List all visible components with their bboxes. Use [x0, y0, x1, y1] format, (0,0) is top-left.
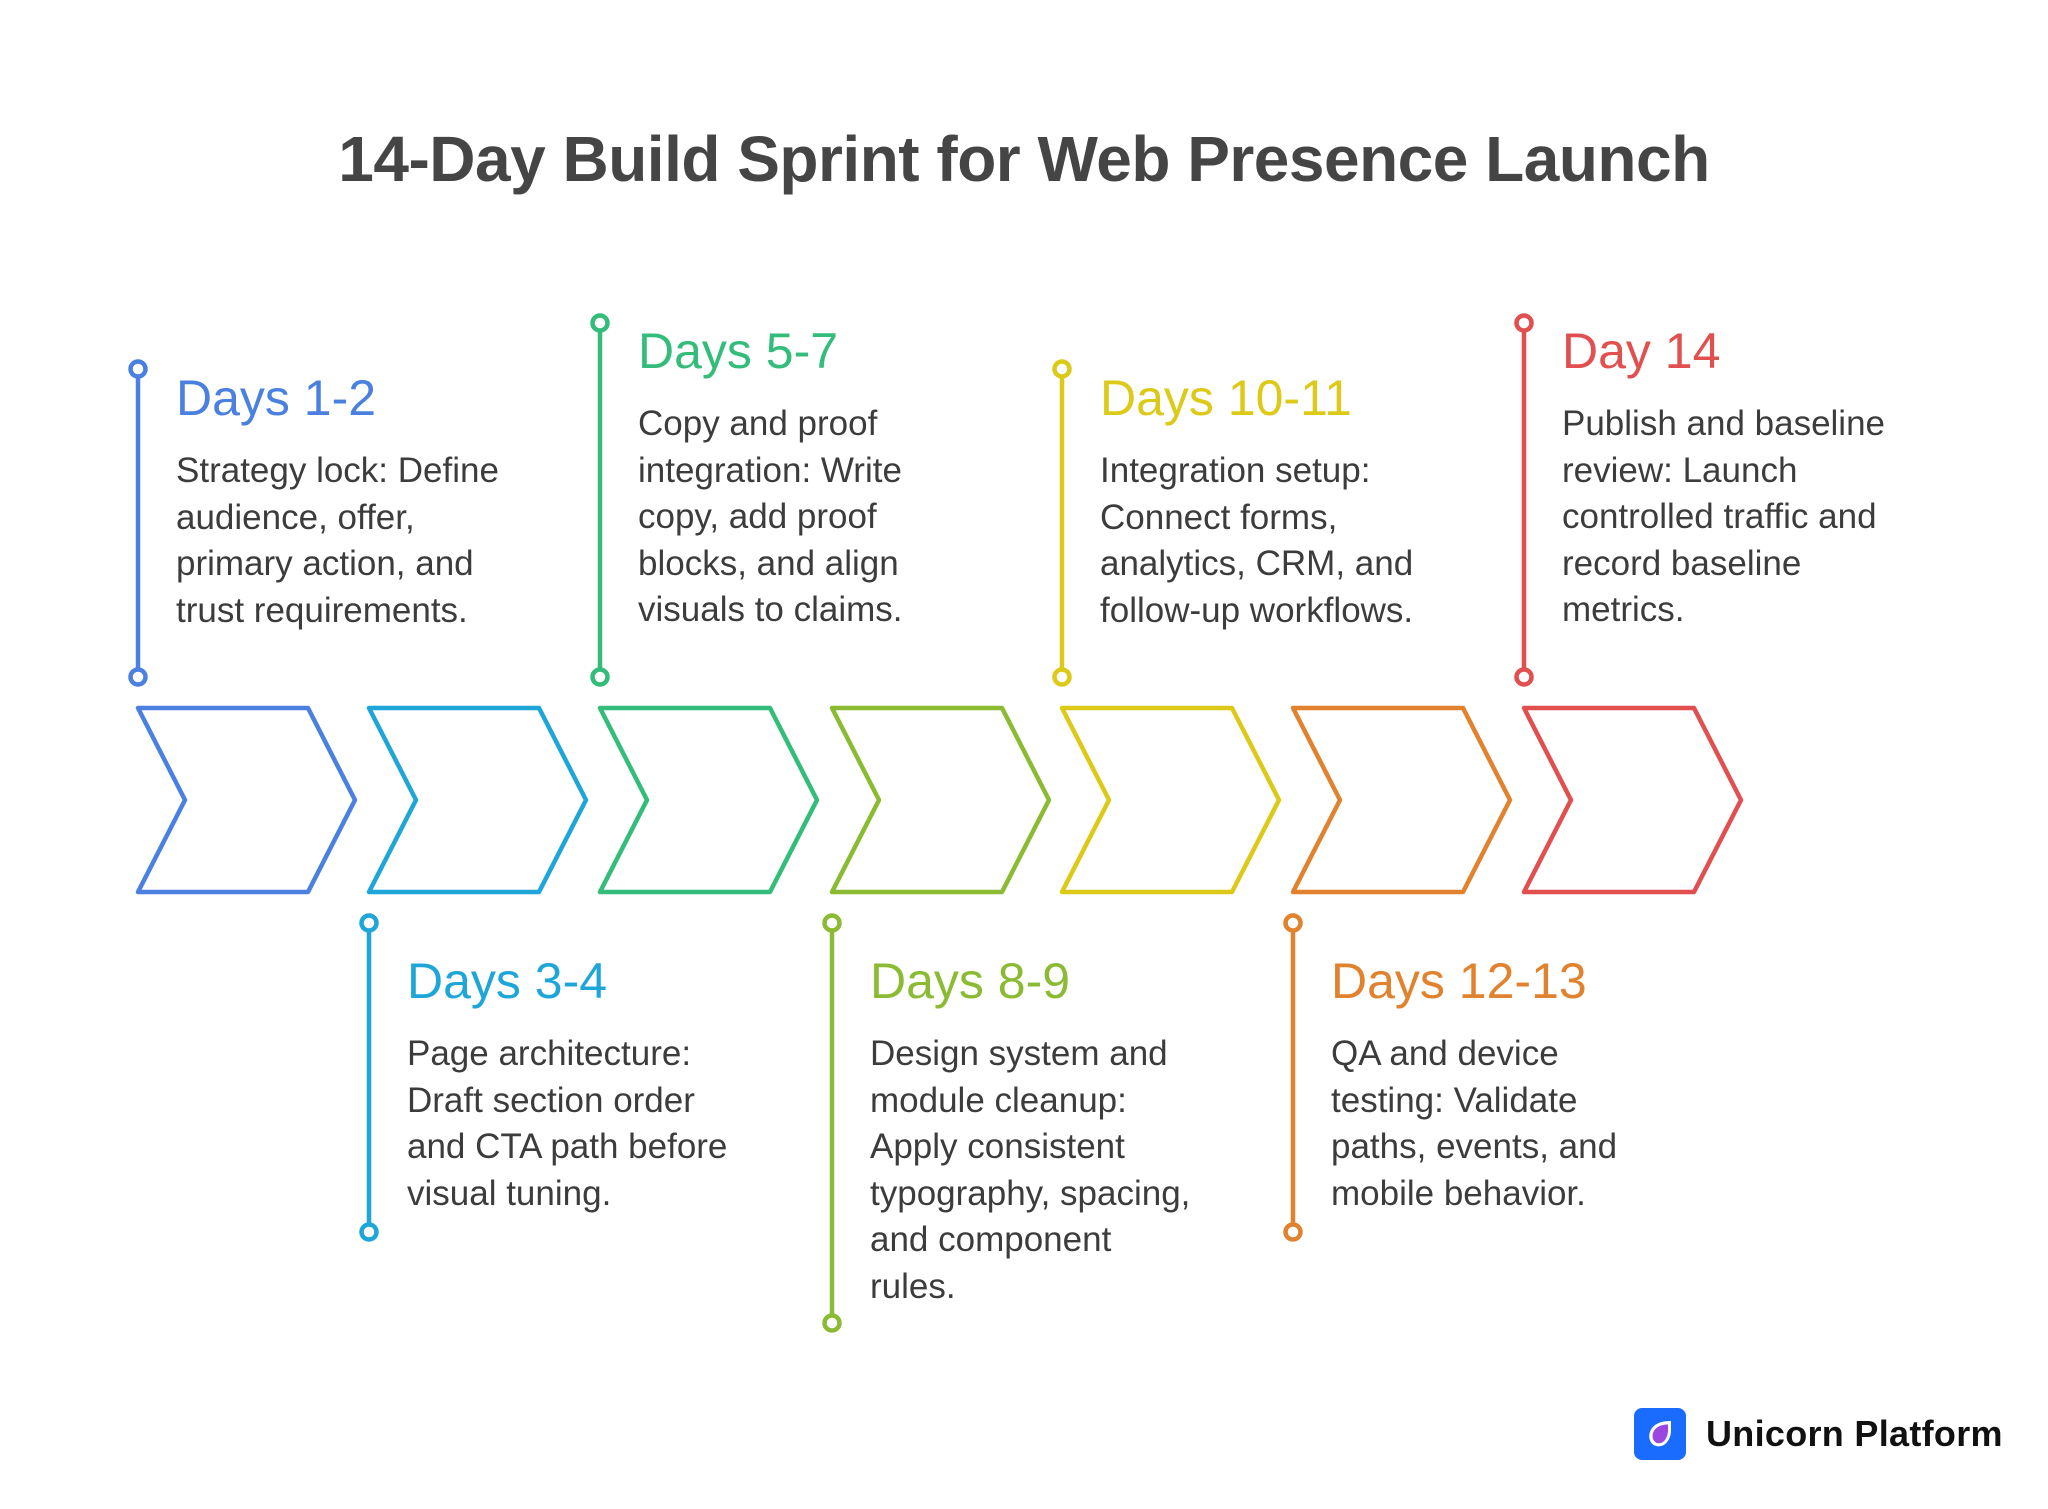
description-line: blocks, and align: [638, 543, 899, 583]
description-line: Publish and baseline: [1562, 404, 1886, 443]
step-heading: Days 5-7: [638, 323, 839, 379]
step-description: Publish and baseline review: Launch cont…: [1562, 401, 1962, 634]
description-line: QA and device: [1331, 1034, 1559, 1073]
step-description: Copy and proof integration: Write copy, …: [638, 401, 1038, 634]
description-line: visual tuning.: [407, 1173, 612, 1213]
description-line: controlled traffic and: [1562, 497, 1877, 536]
step-heading: Days 1-2: [176, 370, 377, 426]
description-line: record baseline: [1562, 543, 1802, 583]
step-day-14: Day 14 Publish and baseline review: Laun…: [1562, 321, 1962, 634]
description-line: and CTA path before: [407, 1127, 728, 1166]
description-line: copy, add proof: [638, 497, 877, 536]
connector-days-3-4: [359, 913, 379, 1242]
description-line: Draft section order: [407, 1080, 695, 1120]
step-days-12-13: Days 12-13 QA and device testing: Valida…: [1331, 951, 1731, 1217]
description-line: primary action, and: [176, 544, 474, 583]
step-days-3-4: Days 3-4 Page architecture: Draft sectio…: [407, 951, 807, 1217]
chevron-days-1-2: [135, 705, 358, 895]
description-line: mobile behavior.: [1331, 1173, 1586, 1213]
description-line: testing: Validate: [1331, 1080, 1578, 1120]
chevron-day-14: [1521, 705, 1744, 895]
step-days-5-7: Days 5-7 Copy and proof integration: Wri…: [638, 321, 1038, 634]
chevron-days-3-4: [366, 705, 589, 895]
description-line: metrics.: [1562, 590, 1685, 629]
chevron-days-5-7: [597, 705, 820, 895]
description-line: Apply consistent: [870, 1127, 1125, 1166]
brand-watermark: Unicorn Platform: [1634, 1408, 2003, 1460]
connector-days-1-2: [128, 359, 148, 687]
step-heading: Days 3-4: [407, 953, 608, 1009]
step-days-1-2: Days 1-2 Strategy lock: Define audience,…: [176, 368, 576, 634]
step-heading: Days 12-13: [1331, 953, 1587, 1009]
step-description: Page architecture: Draft section order a…: [407, 1031, 807, 1217]
step-heading: Day 14: [1562, 323, 1721, 379]
description-line: review: Launch: [1562, 450, 1798, 490]
connector-days-12-13: [1283, 913, 1303, 1242]
step-description: Integration setup: Connect forms, analyt…: [1100, 448, 1500, 634]
description-line: Strategy lock: Define: [176, 451, 499, 490]
connector-days-8-9: [822, 913, 842, 1333]
description-line: rules.: [870, 1266, 956, 1306]
description-line: visuals to claims.: [638, 590, 903, 629]
connector-days-10-11: [1052, 359, 1072, 687]
description-line: Page architecture:: [407, 1034, 692, 1073]
description-line: audience, offer,: [176, 497, 415, 537]
chevron-days-12-13: [1290, 705, 1513, 895]
description-line: Connect forms,: [1100, 497, 1338, 537]
description-line: follow-up workflows.: [1100, 590, 1414, 630]
step-description: Strategy lock: Define audience, offer, p…: [176, 448, 576, 634]
connector-day-14: [1514, 313, 1534, 687]
diagram-title: 14-Day Build Sprint for Web Presence Lau…: [338, 123, 1710, 195]
description-line: Copy and proof: [638, 404, 878, 443]
step-days-8-9: Days 8-9 Design system and module cleanu…: [870, 951, 1270, 1310]
description-line: and component: [870, 1220, 1112, 1259]
step-heading: Days 8-9: [870, 953, 1071, 1009]
description-line: paths, events, and: [1331, 1127, 1618, 1166]
description-line: typography, spacing,: [870, 1173, 1191, 1213]
brand-name: Unicorn Platform: [1706, 1413, 2003, 1454]
description-line: Integration setup:: [1100, 451, 1371, 490]
description-line: Design system and: [870, 1034, 1168, 1073]
description-line: integration: Write: [638, 450, 902, 490]
connector-days-5-7: [590, 313, 610, 687]
unicorn-drop-logo-icon: [1634, 1408, 1686, 1460]
chevron-days-8-9: [829, 705, 1052, 895]
description-line: module cleanup:: [870, 1080, 1127, 1120]
chevron-days-10-11: [1059, 705, 1282, 895]
step-description: QA and device testing: Validate paths, e…: [1331, 1031, 1731, 1217]
description-line: trust requirements.: [176, 590, 468, 630]
description-line: analytics, CRM, and: [1100, 544, 1414, 583]
step-days-10-11: Days 10-11 Integration setup: Connect fo…: [1100, 368, 1500, 634]
step-heading: Days 10-11: [1100, 370, 1352, 426]
step-description: Design system and module cleanup: Apply …: [870, 1031, 1270, 1310]
